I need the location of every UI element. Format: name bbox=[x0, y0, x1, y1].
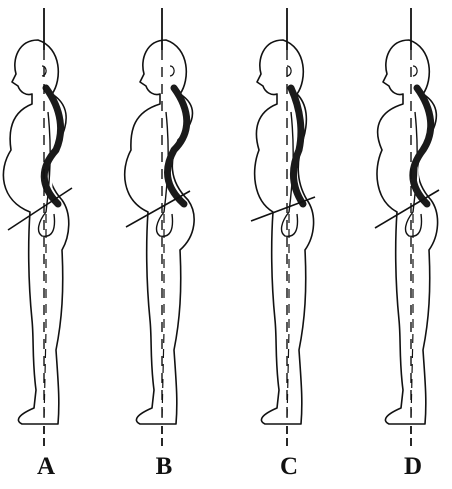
posture-b bbox=[125, 8, 194, 450]
figure-label-a: A bbox=[31, 452, 61, 482]
posture-c bbox=[251, 8, 315, 450]
figure-label-b: B bbox=[149, 452, 179, 482]
posture-a bbox=[3, 8, 72, 450]
figure-label-d: D bbox=[398, 452, 428, 482]
body-outline bbox=[3, 40, 68, 424]
figure-label-c: C bbox=[274, 452, 304, 482]
posture-d bbox=[375, 8, 439, 450]
